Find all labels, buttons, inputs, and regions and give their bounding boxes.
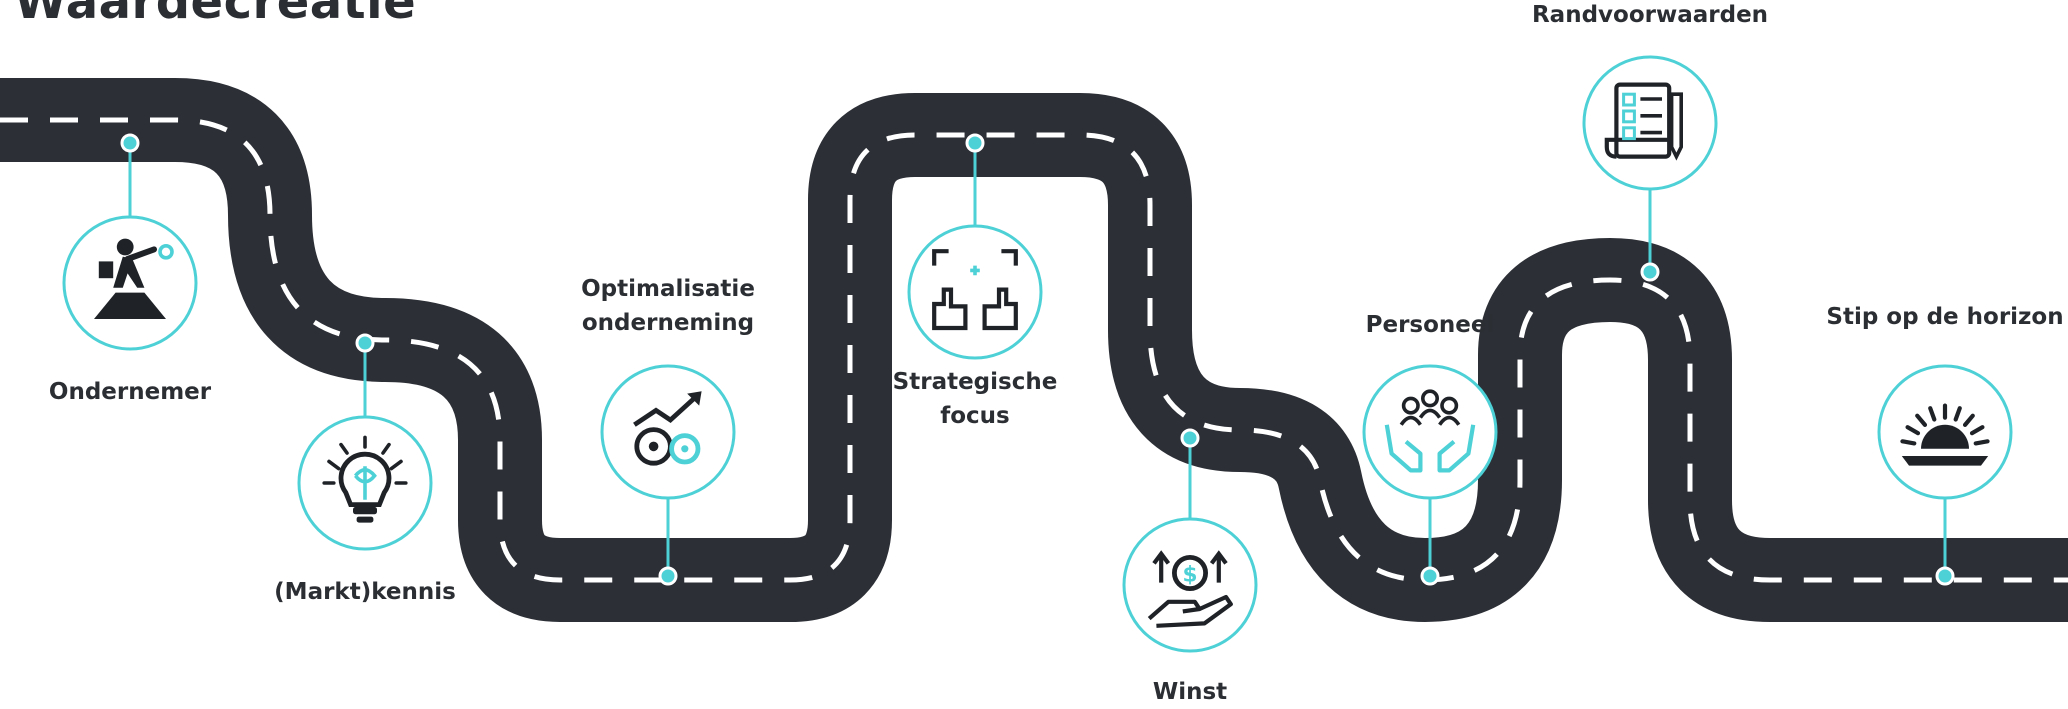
road-marker-dot [1420, 566, 1440, 586]
icon-badge [1362, 364, 1498, 500]
icon-badge [1122, 517, 1258, 653]
lightbulb-brain-icon [322, 435, 408, 523]
milestone-personeel [1362, 364, 1498, 586]
milestone-label-stip-op-de-horizon: Stip op de horizon [1826, 304, 2064, 330]
milestone-label-winst: Winst [1152, 679, 1228, 705]
milestone-optimalisatie [600, 364, 736, 586]
icon-badge [1582, 55, 1718, 191]
milestone-label-ondernemer: Ondernemer [48, 379, 212, 405]
milestone-label-marktkennis: (Markt)kennis [274, 579, 456, 605]
milestone-marktkennis [297, 333, 433, 551]
milestone-randvoorwaarden [1582, 55, 1718, 282]
road-marker-dot [120, 133, 140, 153]
icon-badge [62, 215, 198, 351]
road-marker-dot [1640, 262, 1660, 282]
focus-frame-icon [932, 249, 1018, 331]
lane-marking [0, 117, 2068, 583]
milestone-label-personeel: Personeel [1365, 312, 1495, 338]
person-climbing-icon [94, 238, 174, 319]
milestone-winst: $ [1122, 428, 1258, 653]
road-marker-dot [355, 333, 375, 353]
road-marker-dot [1180, 428, 1200, 448]
milestone-label-randvoorwaarden: Randvoorwaarden [1531, 2, 1769, 28]
road-marker-dot [1935, 566, 1955, 586]
team-hands-icon [1384, 389, 1476, 473]
money-hand-icon: $ [1147, 550, 1233, 628]
icon-badge [907, 224, 1043, 360]
road-marker-dot [658, 566, 678, 586]
growth-gears-icon [633, 391, 702, 466]
page-title: Waardecreatie [14, 0, 417, 30]
sunrise-icon [1900, 403, 1990, 466]
road-marker-dot [965, 133, 985, 153]
icon-badge [600, 364, 736, 500]
svg-text:$: $ [1182, 562, 1197, 587]
milestone-stip-op-de-horizon [1877, 364, 2013, 586]
checklist-scroll-icon [1604, 82, 1684, 161]
milestone-ondernemer [62, 133, 198, 351]
milestone-strategische-focus [907, 133, 1043, 360]
